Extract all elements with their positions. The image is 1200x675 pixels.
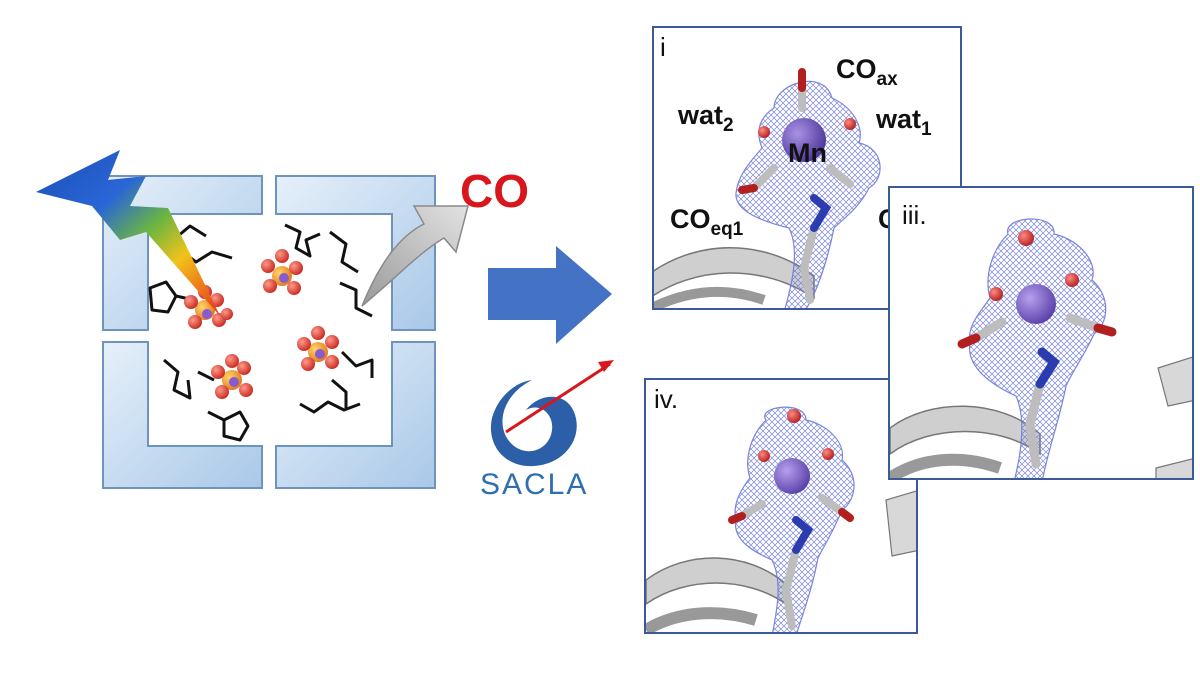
label-co-eq1: COeq1 [670,204,744,240]
panel-label-iii: iii. [902,200,927,230]
released-co-label: CO [460,165,529,217]
framework-walls [102,175,436,489]
sacla-logo-icon [490,360,614,467]
label-co-axial: COax [836,54,898,90]
panel-label-i: i [660,32,666,62]
density-map-iii [890,218,1192,478]
label-mn: Mn [788,138,827,168]
structure-panel-i: i COax wat2 wat1 Mn COeq1 C [652,26,962,310]
density-map-iv [646,406,916,632]
lightning-bolt-icon [36,150,220,316]
density-map-i [654,68,881,308]
label-wat1: wat1 [876,104,932,140]
label-wat2: wat2 [678,100,734,136]
curved-arrow-icon [361,205,469,307]
mn-carbonyl-clusters [184,249,339,399]
structure-panel-iv: iv. [644,378,918,634]
organic-linkers [148,223,374,442]
right-arrow-icon [488,246,612,344]
sacla-logo-text: SACLA [480,468,589,501]
structure-panel-iii: iii. [888,186,1194,480]
panel-label-iv: iv. [654,384,679,414]
